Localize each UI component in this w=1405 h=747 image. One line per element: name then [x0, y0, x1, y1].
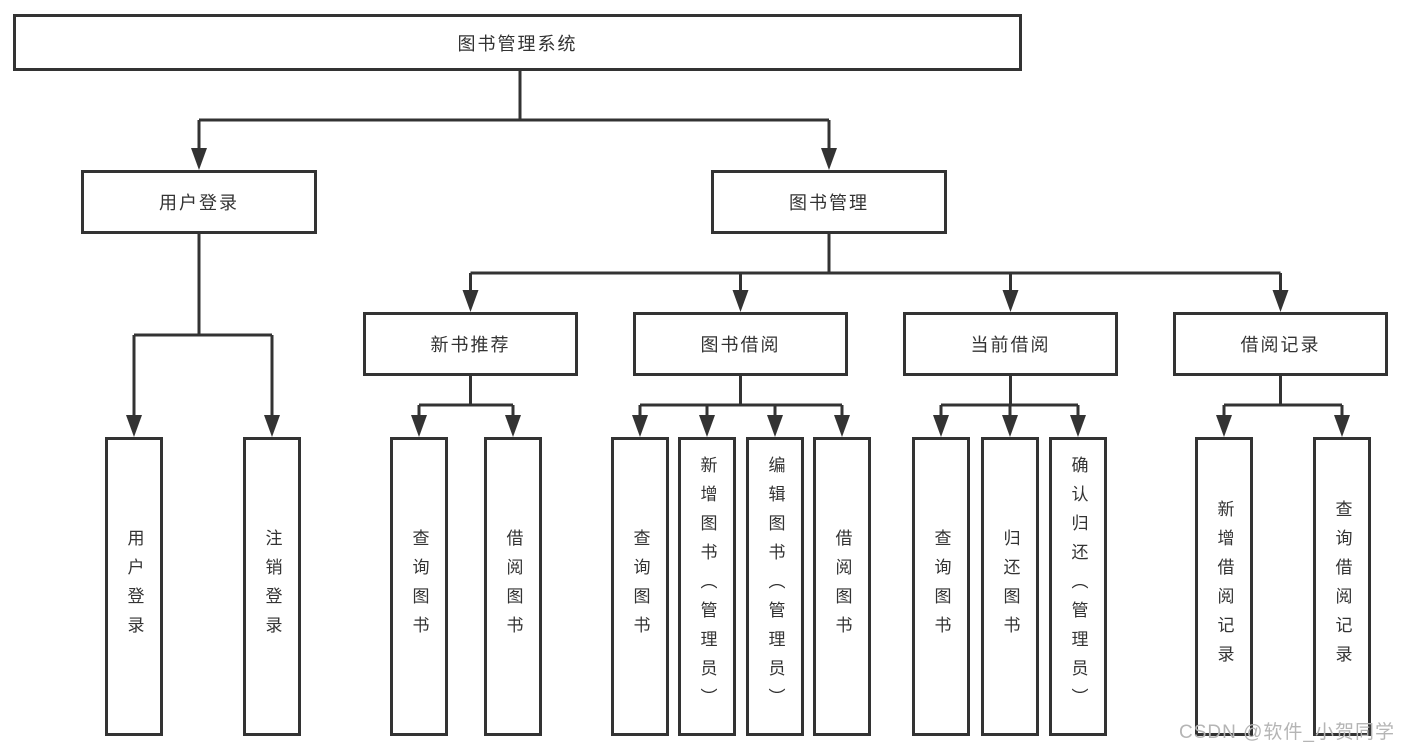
node-book-borrowing-label: 图书借阅 [700, 335, 781, 355]
node-bb-edit-books-admin-label: 编辑图书（管理员） [765, 456, 785, 717]
node-bb-add-books-admin-label: 新增图书（管理员） [697, 456, 717, 717]
node-borrowing-records-label: 借阅记录 [1240, 335, 1321, 355]
connector-new-book-split [411, 375, 521, 437]
node-bb-borrow-books: 借阅图书 [813, 437, 871, 736]
node-logout-action: 注销登录 [243, 437, 301, 736]
node-book-management-label: 图书管理 [789, 193, 869, 213]
node-nb-borrow-books: 借阅图书 [484, 437, 542, 736]
node-cb-confirm-return-admin-label: 确认归还（管理员） [1068, 456, 1088, 717]
connector-root-split [191, 71, 837, 170]
node-cb-confirm-return-admin: 确认归还（管理员） [1049, 437, 1107, 736]
node-borrowing-records: 借阅记录 [1173, 312, 1388, 376]
node-user-login-action: 用户登录 [105, 437, 163, 736]
node-bb-query-books-label: 查询图书 [630, 528, 650, 645]
node-nb-query-books-label: 查询图书 [409, 528, 429, 645]
node-logout-action-label: 注销登录 [262, 528, 282, 645]
node-current-borrowing-label: 当前借阅 [970, 335, 1051, 355]
node-br-query-record-label: 查询借阅记录 [1332, 499, 1352, 674]
node-current-borrowing: 当前借阅 [903, 312, 1118, 376]
node-user-login: 用户登录 [81, 170, 317, 234]
connector-book-mgmt-split [462, 234, 1289, 312]
node-root-system-label: 图书管理系统 [457, 33, 578, 54]
connector-borrowing-records-split [1216, 375, 1350, 437]
node-bb-add-books-admin: 新增图书（管理员） [678, 437, 736, 736]
node-br-add-record-label: 新增借阅记录 [1214, 499, 1234, 674]
node-user-login-label: 用户登录 [159, 193, 239, 213]
node-new-book-recommend: 新书推荐 [363, 312, 578, 376]
node-br-query-record: 查询借阅记录 [1313, 437, 1371, 736]
node-cb-return-books-label: 归还图书 [1000, 528, 1020, 645]
node-br-add-record: 新增借阅记录 [1195, 437, 1253, 736]
connector-book-borrowing-split [632, 375, 850, 437]
node-cb-query-books-label: 查询图书 [931, 528, 951, 645]
node-root-system: 图书管理系统 [13, 14, 1022, 71]
node-nb-borrow-books-label: 借阅图书 [503, 528, 523, 645]
node-book-borrowing: 图书借阅 [633, 312, 848, 376]
connector-current-borrowing-split [933, 375, 1086, 437]
node-bb-edit-books-admin: 编辑图书（管理员） [746, 437, 804, 736]
node-bb-borrow-books-label: 借阅图书 [832, 528, 852, 645]
node-book-management: 图书管理 [711, 170, 947, 234]
node-user-login-action-label: 用户登录 [124, 528, 144, 645]
connector-user-login-split [126, 234, 280, 437]
node-nb-query-books: 查询图书 [390, 437, 448, 736]
node-new-book-recommend-label: 新书推荐 [430, 335, 511, 355]
node-bb-query-books: 查询图书 [611, 437, 669, 736]
node-cb-return-books: 归还图书 [981, 437, 1039, 736]
csdn-watermark: CSDN @软件_小贺同学 [1179, 722, 1395, 743]
node-cb-query-books: 查询图书 [912, 437, 970, 736]
